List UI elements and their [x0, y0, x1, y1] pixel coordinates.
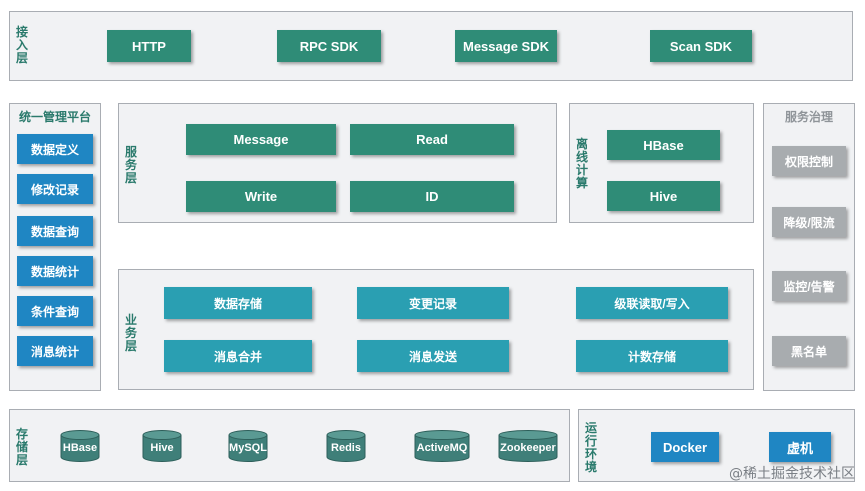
storage-mysql-cylinder: MySQL — [228, 430, 268, 462]
offline-label: 离线计算 — [575, 137, 588, 190]
storage-activemq-cylinder: ActiveMQ — [414, 430, 470, 462]
storage-hive-cylinder: Hive — [142, 430, 182, 462]
watermark: @稀土掘金技术社区 — [729, 466, 855, 482]
gov-degrade: 降级/限流 — [772, 207, 846, 237]
business-layer-label: 业务层 — [124, 313, 137, 353]
access-rpc-sdk: RPC SDK — [277, 30, 381, 62]
storage-zookeeper-cylinder: Zookeeper — [498, 430, 558, 462]
governance-panel: 服务治理 权限控制 降级/限流 监控/告警 黑名单 — [763, 103, 855, 391]
biz-change-record: 变更记录 — [357, 287, 509, 319]
runtime-docker: Docker — [651, 432, 719, 462]
access-http: HTTP — [107, 30, 191, 62]
storage-layer-label: 存储层 — [15, 427, 28, 467]
mgmt-item-6: 消息统计 — [17, 336, 93, 366]
management-panel: 统一管理平台 数据定义 修改记录 数据查询 数据统计 条件查询 消息统计 — [9, 103, 101, 391]
storage-activemq-label: ActiveMQ — [416, 442, 468, 454]
database-icon — [142, 430, 182, 462]
mgmt-item-1: 数据定义 — [17, 134, 93, 164]
mgmt-item-2: 修改记录 — [17, 174, 93, 204]
biz-message-send: 消息发送 — [357, 340, 509, 372]
storage-hbase-label: HBase — [62, 442, 98, 454]
biz-count-storage: 计数存储 — [576, 340, 728, 372]
service-layer-label: 服务层 — [124, 145, 137, 185]
biz-cascade-rw: 级联读取/写入 — [576, 287, 728, 319]
gov-permission: 权限控制 — [772, 146, 846, 176]
access-layer-label: 接入层 — [15, 25, 28, 65]
mgmt-item-5: 条件查询 — [17, 296, 93, 326]
storage-mysql-label: MySQL — [229, 442, 267, 454]
gov-monitor: 监控/告警 — [772, 271, 846, 301]
access-layer-panel: 接入层 HTTP RPC SDK Message SDK Scan SDK — [9, 11, 853, 81]
biz-message-merge: 消息合并 — [164, 340, 312, 372]
access-message-sdk: Message SDK — [455, 30, 557, 62]
storage-hive-label: Hive — [150, 442, 174, 454]
database-icon — [498, 430, 558, 462]
biz-data-storage: 数据存储 — [164, 287, 312, 319]
runtime-panel: 运行环境 Docker 虚机 — [578, 409, 855, 482]
runtime-vm: 虚机 — [769, 432, 831, 462]
gov-blacklist: 黑名单 — [772, 336, 846, 366]
runtime-label: 运行环境 — [584, 421, 597, 474]
offline-hive: Hive — [607, 181, 720, 211]
database-icon — [60, 430, 100, 462]
database-icon — [228, 430, 268, 462]
service-layer-panel: 服务层 Message Read Write ID — [118, 103, 557, 223]
service-message: Message — [186, 124, 336, 155]
service-read: Read — [350, 124, 514, 155]
offline-panel: 离线计算 HBase Hive — [569, 103, 754, 223]
mgmt-item-4: 数据统计 — [17, 256, 93, 286]
storage-zookeeper-label: Zookeeper — [500, 442, 556, 454]
mgmt-item-3: 数据查询 — [17, 216, 93, 246]
offline-hbase: HBase — [607, 130, 720, 160]
service-id: ID — [350, 181, 514, 212]
database-icon — [326, 430, 366, 462]
database-icon — [414, 430, 470, 462]
management-title: 统一管理平台 — [18, 110, 91, 124]
governance-title: 服务治理 — [784, 110, 833, 124]
storage-redis-cylinder: Redis — [326, 430, 366, 462]
service-write: Write — [186, 181, 336, 212]
storage-hbase-cylinder: HBase — [60, 430, 100, 462]
storage-redis-label: Redis — [331, 442, 361, 454]
business-layer-panel: 业务层 数据存储 变更记录 级联读取/写入 消息合并 消息发送 计数存储 — [118, 269, 754, 390]
access-scan-sdk: Scan SDK — [650, 30, 752, 62]
storage-layer-panel: 存储层 HBase Hive MySQL Redis A — [9, 409, 570, 482]
